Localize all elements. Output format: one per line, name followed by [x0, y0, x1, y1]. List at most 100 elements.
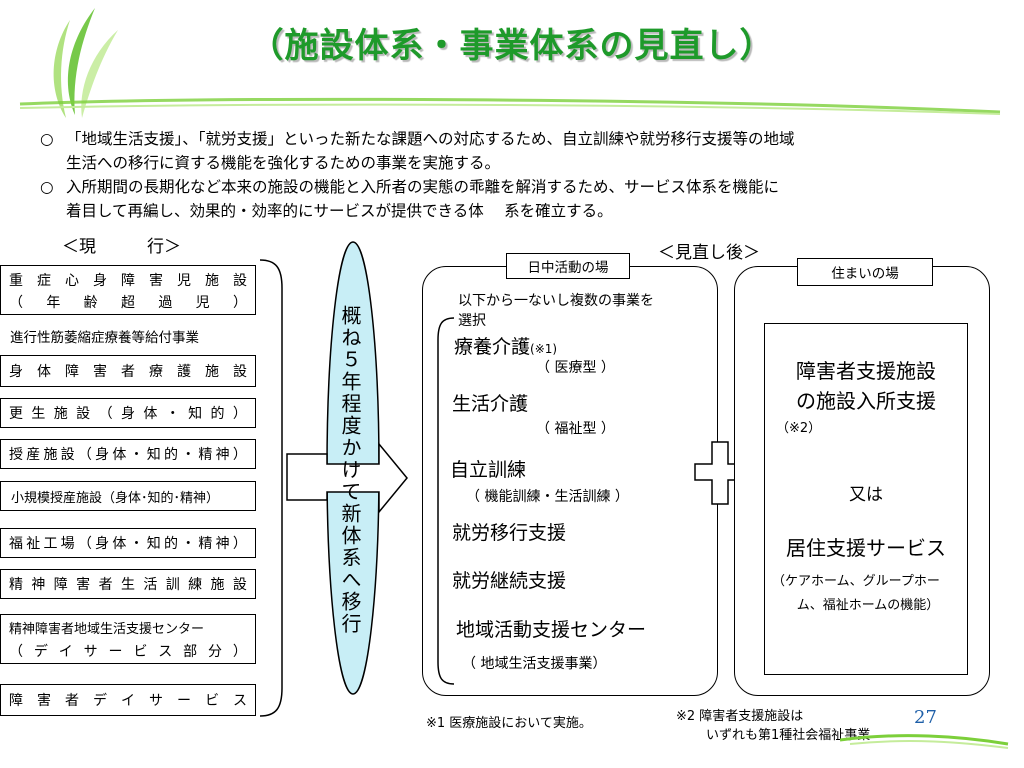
service-note-line: ム、福祉ホームの機能）: [796, 598, 940, 613]
char: ）: [232, 295, 247, 311]
day-item-name: 療養介護: [454, 336, 531, 358]
char: ）: [232, 406, 247, 422]
day-activity-intro: 以下から一ないし複数の事業を 選択: [458, 291, 654, 331]
char: ・: [129, 447, 144, 463]
char: 知: [146, 536, 161, 552]
footnote-1: ※1 医療施設において実施。: [426, 716, 592, 731]
current-item: 精神障害者地域生活支援センター（デイサービス部分）: [0, 614, 256, 664]
char: サ: [83, 644, 98, 660]
char: （: [77, 447, 92, 463]
char: 身: [9, 364, 23, 380]
char: 体: [143, 406, 158, 422]
residence-service: 居住支援サービス: [786, 536, 946, 560]
intro-line: 以下から一ないし複数の事業を: [458, 293, 654, 309]
after-heading: ＜見直し後＞: [658, 243, 760, 263]
char: 施: [43, 447, 58, 463]
residence-tag: 住まいの場: [797, 258, 933, 286]
transition-graphic: [286, 241, 408, 695]
char: 精: [9, 577, 23, 593]
bullet-text: 入所期間の長期化など本来の施設の機能と入所者の実態の乖離を解消するため、サービス…: [66, 178, 780, 196]
char: 者: [65, 693, 79, 709]
char: 障: [9, 693, 23, 709]
char: 工: [43, 536, 58, 552]
current-item: 障害者デイサービス: [0, 684, 256, 716]
char: ）: [232, 447, 247, 463]
char: サ: [149, 693, 163, 709]
char: デ: [93, 693, 107, 709]
bullet-1: ○ 「地域生活支援」、「就労支援」といった新たな課題への対応するため、自立訓練や就…: [40, 127, 1000, 175]
char: 分: [208, 644, 222, 660]
intro-line: 選択: [458, 313, 486, 329]
residence-service-note: （ケアホーム、グループホー ム、福祉ホームの機能）: [772, 570, 964, 618]
day-item-1: 療養介護(※1): [454, 332, 557, 359]
day-item-2-sub: （ 福祉型 ）: [536, 421, 615, 437]
char: （: [9, 295, 23, 311]
footnote-line: いずれも第1種社会福祉事業: [706, 728, 871, 743]
char: ー: [108, 644, 123, 660]
char: （: [77, 536, 92, 552]
char: 害: [93, 364, 107, 380]
day-activity-bracket: [437, 317, 455, 685]
char: 障: [53, 577, 68, 593]
day-item-6: 地域活動支援センター: [456, 619, 647, 641]
char: 場: [60, 536, 75, 552]
char: 過: [158, 295, 173, 311]
char: 更: [9, 406, 23, 422]
day-item-3: 自立訓練: [450, 459, 527, 481]
transition-text: 概ね５年程度かけて新体系へ移行: [338, 305, 362, 635]
char: 症: [37, 273, 51, 289]
char: 神: [215, 536, 230, 552]
char: 施: [210, 577, 225, 593]
residence-note: （※2）: [776, 421, 822, 436]
char: ・: [181, 536, 196, 552]
char: 設: [60, 447, 75, 463]
char: 生: [120, 577, 135, 593]
current-heading: ＜現 行＞: [62, 237, 181, 257]
char: 設: [76, 406, 91, 422]
char: 施: [53, 406, 68, 422]
residence-main: 障害者支援施設 の施設入所支援: [764, 356, 968, 416]
char: 的: [210, 406, 225, 422]
day-item-6-sub: （ 地域生活支援事業）: [462, 656, 607, 672]
char: （: [98, 406, 113, 422]
char: 産: [26, 447, 41, 463]
day-item-4: 就労移行支援: [452, 522, 567, 544]
bullet-text: 生活への移行に資する機能を強化するための事業を実施する。: [66, 154, 501, 172]
char: 活: [143, 577, 158, 593]
bullet-text: 「地域生活支援」、「就労支援」といった新たな課題への対応するため、自立訓練や就労…: [66, 130, 795, 148]
footnote-line: ※2 障害者支援施設は: [676, 709, 804, 724]
char: ビ: [205, 693, 219, 709]
char: 者: [98, 577, 113, 593]
item-row: 重症心身障害児施設: [9, 270, 247, 292]
char: 訓: [165, 577, 180, 593]
footnote-2: ※2 障害者支援施設は いずれも第1種社会福祉事業: [676, 707, 870, 745]
char: 知: [146, 447, 161, 463]
char: 心: [65, 273, 79, 289]
char: 設: [233, 364, 247, 380]
page-title: （施設体系・事業体系の見直し）: [249, 26, 775, 66]
plus-icon: [694, 441, 746, 505]
char: 体: [112, 447, 127, 463]
char: 部: [183, 644, 198, 660]
char: 身: [95, 447, 110, 463]
char: デ: [33, 644, 48, 660]
current-item: 身体障害者療護施設: [0, 355, 256, 387]
char: 障: [65, 364, 79, 380]
char: 年: [46, 295, 61, 311]
char: 精: [198, 447, 213, 463]
char: 生: [31, 406, 46, 422]
bullet-mark: ○: [40, 130, 54, 148]
char: 祉: [26, 536, 41, 552]
char: 害: [149, 273, 163, 289]
char: 超: [120, 295, 135, 311]
char: 者: [121, 364, 135, 380]
char: ス: [233, 693, 247, 709]
char: ビ: [133, 644, 148, 660]
day-activity-tag: 日中活動の場: [506, 253, 630, 279]
service-note-line: （ケアホーム、グループホー: [772, 574, 940, 589]
char: ・: [165, 406, 180, 422]
char: 知: [188, 406, 203, 422]
char: 神: [215, 447, 230, 463]
char: （: [9, 644, 23, 660]
char: ー: [177, 693, 191, 709]
